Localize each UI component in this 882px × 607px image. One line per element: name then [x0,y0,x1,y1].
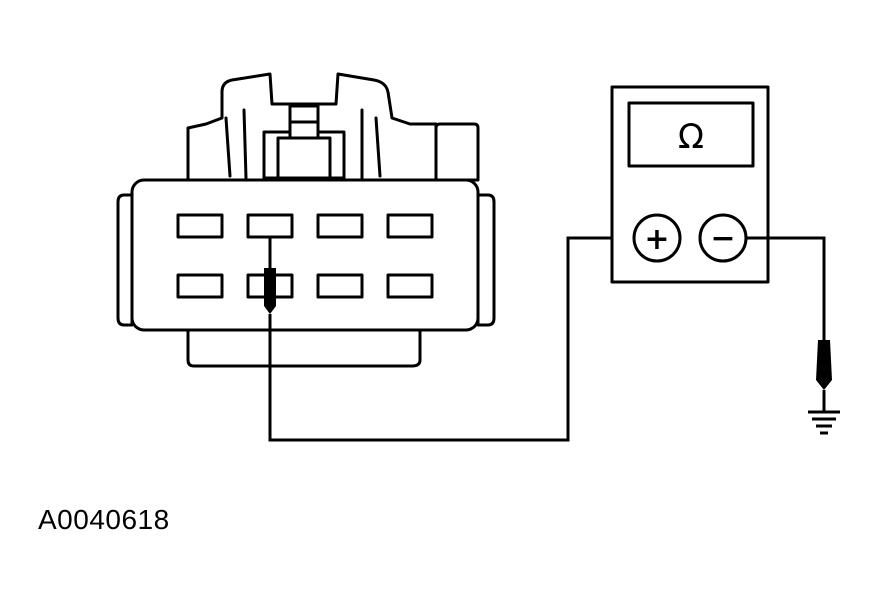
pin-cavity [386,273,434,299]
pin-cavity [176,213,224,239]
connector-left-ear [116,193,134,327]
ground-clip [816,340,832,412]
meter-display [627,101,755,168]
ohm-symbol: Ω [678,117,704,157]
connector-latch-housing [186,72,480,182]
test-lead-negative [746,236,826,340]
figure-id: A0040618 [38,504,170,535]
ohmmeter: Ω + − [610,85,770,284]
pin-cavity [176,273,224,299]
positive-terminal-label: + [644,222,669,257]
connector-right-ear [476,193,496,327]
pin-cavity [316,273,364,299]
negative-terminal-label: − [710,221,735,256]
connector-body [130,178,480,332]
pin-cavity [316,213,364,239]
pin-cavity [246,213,294,239]
ground-symbol [808,410,840,435]
connector-bottom-lip [186,328,422,368]
pin-cavity [386,213,434,239]
test-lead-positive [268,236,632,442]
test-probe [264,268,276,314]
electrical-connector [116,72,496,368]
positive-terminal [632,213,682,263]
